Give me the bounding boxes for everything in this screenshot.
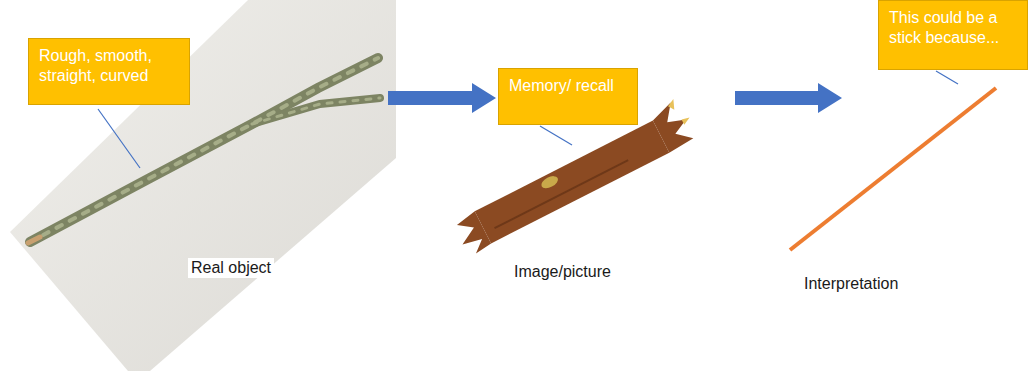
leader-line — [540, 126, 572, 145]
leader-line — [98, 109, 140, 168]
callout-text: Memory/ recall — [509, 76, 627, 96]
photo-ground — [10, 0, 396, 371]
callout-box: Rough, smooth, straight, curved — [28, 38, 190, 105]
stage-label: Interpretation — [801, 274, 901, 294]
callout-box: Memory/ recall — [498, 68, 638, 125]
callout-text: This could be a stick because... — [889, 8, 1017, 48]
leader-line — [936, 71, 958, 84]
callout-text: Rough, smooth, straight, curved — [39, 46, 179, 86]
flow-arrow — [735, 83, 842, 113]
callout-box: This could be a stick because... — [878, 0, 1028, 70]
interpretation-line — [790, 88, 996, 250]
stage-label: Image/picture — [511, 262, 614, 282]
flow-arrow — [388, 83, 496, 113]
stage-label: Real object — [188, 258, 274, 278]
